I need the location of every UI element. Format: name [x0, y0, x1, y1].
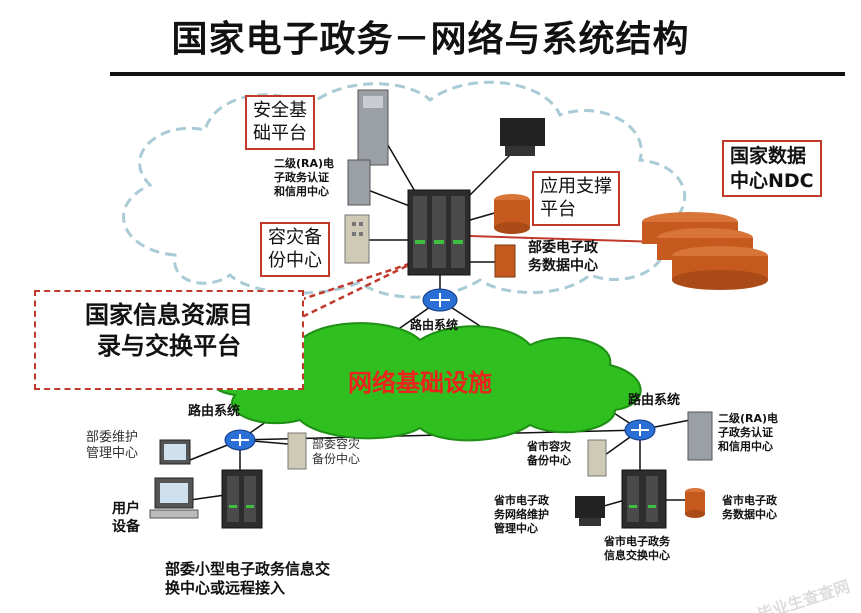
catalog-pointer [298, 260, 416, 320]
maintenance-pc-icon [159, 439, 191, 465]
title-underline [110, 72, 845, 76]
page-title: 国家电子政务－网络与系统结构 [171, 19, 690, 60]
router-left-icon [224, 429, 256, 451]
ministry-switch-icon [221, 469, 263, 529]
ra-center-right-label: 二级(RA)电 子政务认证 和信用中心 [718, 412, 779, 453]
province-workstation-icon [575, 496, 605, 526]
backup-building-icon [344, 214, 370, 264]
workstation-icon-top [500, 118, 545, 156]
router-top-icon [422, 288, 458, 312]
network-infra-label: 网络基础设施 [348, 369, 492, 397]
ndc-link [469, 235, 661, 243]
ndc-label: 国家数据 中心NDC [722, 140, 822, 198]
ministry-maintenance-label: 部委维护 管理中心 [86, 430, 139, 462]
ra-center-top-label: 二级(RA)电 子政务认证 和信用中心 [274, 157, 335, 198]
province-db-icon [685, 488, 705, 518]
ministry-data-center-label: 部委电子政 务数据中心 [528, 240, 598, 274]
ra-server-icon [347, 159, 371, 206]
province-exchange-label: 省市电子政务 信息交换中心 [604, 535, 670, 562]
router-top-label: 路由系统 [410, 318, 459, 332]
province-ra-server-icon [687, 411, 713, 461]
province-backup-label: 省市容灾 备份中心 [527, 440, 571, 467]
ministry-backup-building-icon [287, 432, 307, 470]
province-network-mgmt-label: 省市电子政 务网络维护 管理中心 [494, 494, 549, 535]
province-switch-icon [621, 469, 667, 529]
data-center-rack-icon [494, 244, 516, 278]
router-right-icon [624, 419, 656, 441]
user-device-label: 用户 设备 [112, 501, 140, 535]
network-cloud [207, 322, 642, 442]
app-db-icon [494, 194, 530, 234]
ministry-backup-label: 部委容灾 备份中心 [312, 437, 361, 466]
router-left-label: 路由系统 [188, 404, 241, 419]
ndc-database-icon [642, 212, 768, 290]
app-support-label: 应用支撑 平台 [532, 171, 620, 226]
router-right-label: 路由系统 [628, 393, 681, 408]
user-pc-icon [149, 477, 199, 519]
security-server-icon [357, 89, 389, 166]
security-platform-label: 安全基 础平台 [245, 95, 315, 150]
info-catalog-box: 国家信息资源目 录与交换平台 [34, 290, 304, 390]
ministry-small-center-label: 部委小型电子政务信息交 换中心或远程接入 [165, 560, 331, 597]
province-backup-building-icon [587, 439, 607, 477]
core-switch-icon [407, 189, 471, 276]
province-data-center-label: 省市电子政 务数据中心 [722, 494, 777, 521]
disaster-backup-label: 容灾备 份中心 [260, 222, 330, 277]
